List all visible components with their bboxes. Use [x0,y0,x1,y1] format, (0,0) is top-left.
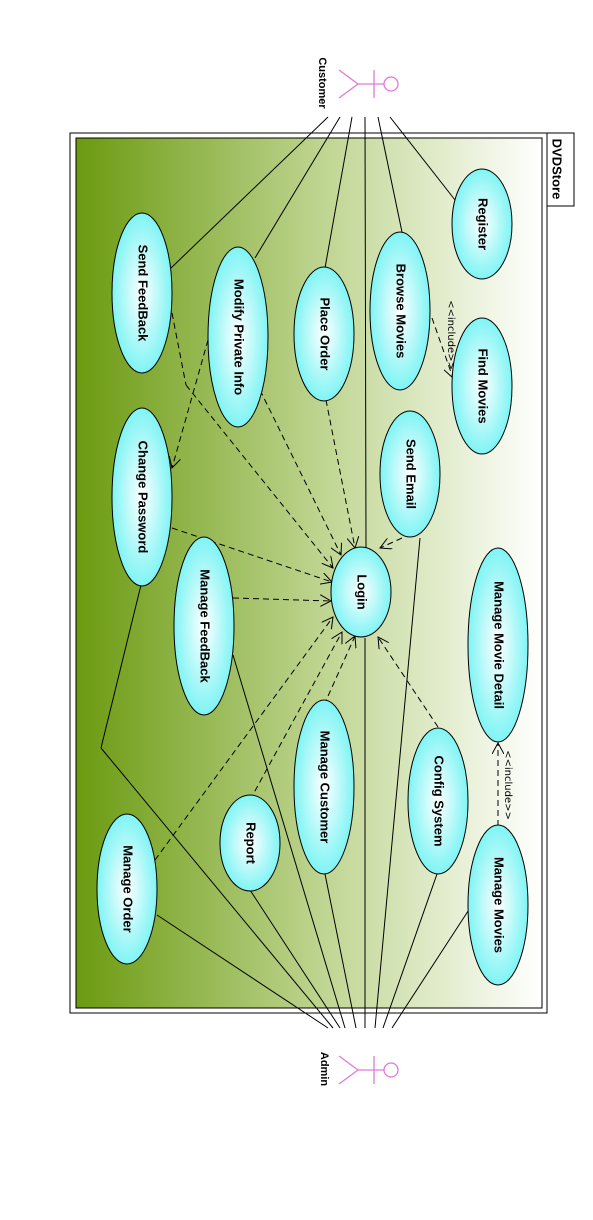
use-case-send-feedback-label: Send FeedBack [136,245,151,343]
use-case-report-label: Report [244,822,259,865]
admin-head-icon [383,1062,399,1078]
include-label-movies-detail: <<include>> [502,750,513,820]
system-name-box [546,132,575,207]
use-case-register-label: Register [476,198,491,250]
use-case-manage-movie-detail-label: Manage Movie Detail [492,581,507,709]
system-name: DVDStore [550,139,565,200]
use-case-send-email[interactable]: Send Email [379,410,441,538]
admin-associations [100,537,473,1029]
use-case-modify-private-info-label: Modify Private Info [232,279,247,395]
use-case-change-password[interactable]: Change Password [111,407,173,587]
use-case-place-order-label: Place Order [318,298,333,371]
actor-customer[interactable] [338,69,399,99]
use-case-manage-order-label: Manage Order [121,845,136,932]
use-case-send-feedback[interactable]: Send FeedBack [111,212,173,374]
use-case-manage-customer[interactable]: Manage Customer [293,699,355,875]
include-label-browse-find: <<include>> [445,300,456,370]
use-case-manage-movies[interactable]: Manage Movies [467,824,529,986]
dependencies [154,312,498,861]
use-case-manage-order[interactable]: Manage Order [96,813,158,965]
use-case-manage-feedback-label: Manage FeedBack [198,569,213,683]
actor-admin[interactable] [338,1055,399,1085]
customer-associations [170,116,467,549]
use-case-browse-movies[interactable]: Browse Movies [369,231,431,391]
use-case-modify-private-info[interactable]: Modify Private Info [207,246,269,428]
use-case-config-system[interactable]: Config System [407,727,469,875]
use-case-report[interactable]: Report [219,794,281,892]
actor-admin-label: Admin [318,1052,330,1087]
use-case-manage-movies-label: Manage Movies [492,857,507,953]
use-case-place-order[interactable]: Place Order [293,266,355,402]
use-case-manage-movie-detail[interactable]: Manage Movie Detail [467,547,529,743]
use-case-change-password-label: Change Password [136,441,151,554]
use-case-register[interactable]: Register [451,168,513,280]
use-case-config-system-label: Config System [432,755,447,846]
use-case-login[interactable]: Login [330,546,392,638]
use-case-manage-customer-label: Manage Customer [318,731,333,844]
use-case-send-email-label: Send Email [404,439,419,509]
use-case-find-movies-label: Find Movies [476,348,491,423]
use-case-manage-feedback[interactable]: Manage FeedBack [173,536,235,716]
actor-customer-label: Customer [316,57,328,109]
customer-head-icon [383,76,399,92]
use-case-login-label: Login [355,574,370,609]
use-case-find-movies[interactable]: Find Movies [451,317,513,455]
use-case-browse-movies-label: Browse Movies [394,264,409,359]
